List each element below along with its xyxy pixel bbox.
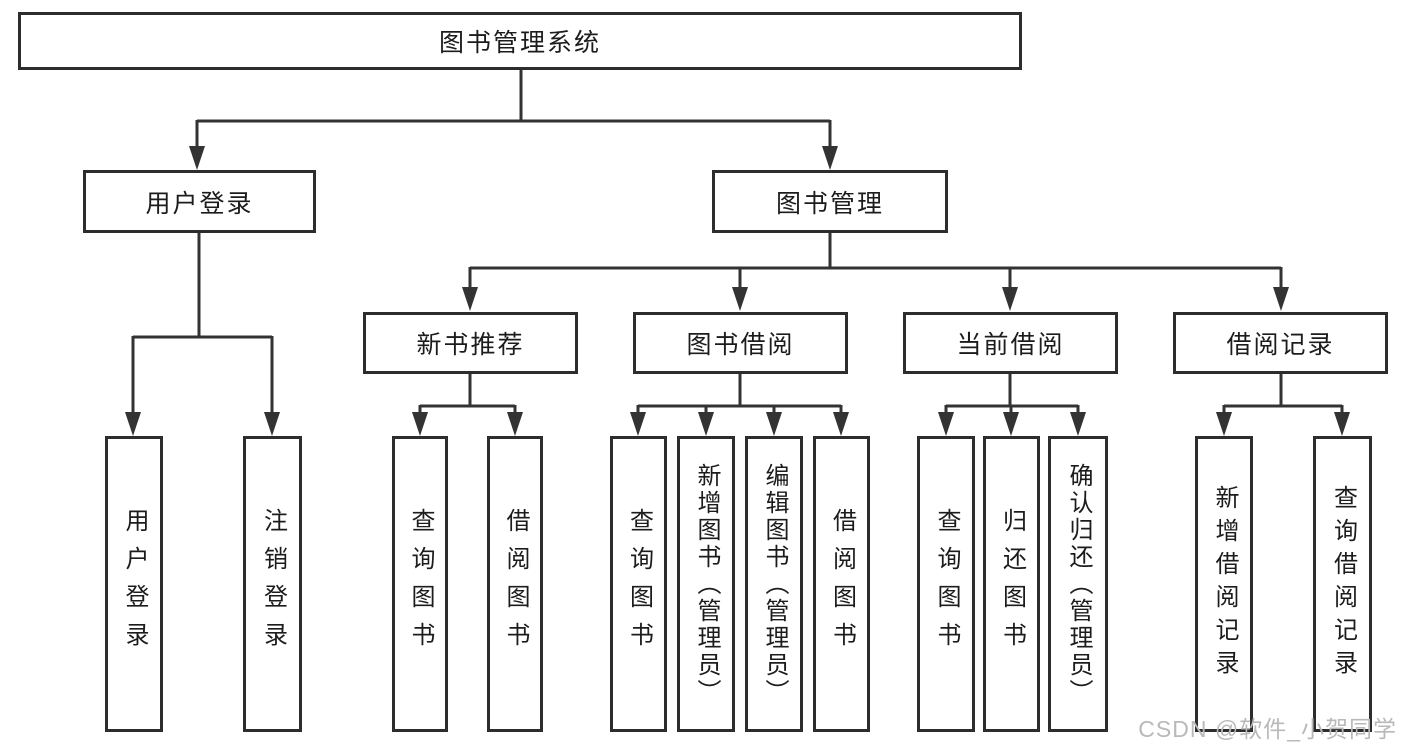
- leaf-query-borrow-record-label: 查询借阅记录: [1329, 485, 1357, 683]
- node-current-borrow: 当前借阅: [903, 312, 1118, 374]
- arrowhead-down-icon: [1070, 412, 1086, 436]
- node-book-management: 图书管理: [712, 170, 948, 233]
- leaf-add-borrow-record: 新增借阅记录: [1195, 436, 1253, 732]
- arrowhead-down-icon: [732, 287, 748, 311]
- node-user-login-label: 用户登录: [145, 189, 254, 218]
- leaf-confirm-return-admin-label: 确认归还（管理员）: [1065, 462, 1092, 706]
- arrowhead-down-icon: [507, 412, 523, 436]
- arrowhead-down-icon: [125, 412, 141, 436]
- node-root: 图书管理系统: [18, 12, 1022, 70]
- node-user-login: 用户登录: [83, 170, 316, 233]
- leaf-borrow-books-borrow: 借阅图书: [813, 436, 870, 732]
- arrowhead-down-icon: [264, 412, 280, 436]
- watermark: CSDN @软件_小贺同学: [1138, 716, 1397, 742]
- node-new-book-recommend: 新书推荐: [363, 312, 578, 374]
- arrowhead-down-icon: [1334, 412, 1350, 436]
- leaf-query-books-recommend-label: 查询图书: [407, 508, 434, 660]
- arrowhead-down-icon: [938, 412, 954, 436]
- leaf-borrow-books-recommend: 借阅图书: [487, 436, 543, 732]
- leaf-logout-label: 注销登录: [259, 508, 287, 660]
- arrowhead-down-icon: [1273, 287, 1289, 311]
- leaf-logout: 注销登录: [243, 436, 302, 732]
- leaf-borrow-books-borrow-label: 借阅图书: [828, 508, 856, 660]
- leaf-query-books-recommend: 查询图书: [392, 436, 448, 732]
- leaf-return-books-label: 归还图书: [998, 508, 1026, 660]
- node-book-management-label: 图书管理: [775, 189, 884, 218]
- arrowhead-down-icon: [822, 146, 838, 170]
- connector-root-to-level2: [195, 70, 832, 150]
- node-borrow-records-label: 借阅记录: [1226, 331, 1335, 359]
- connector-book-management-children: [468, 233, 1283, 290]
- leaf-query-books-current: 查询图书: [917, 436, 975, 732]
- arrowhead-down-icon: [766, 412, 782, 436]
- arrowhead-down-icon: [833, 412, 849, 436]
- arrowhead-down-icon: [1216, 412, 1232, 436]
- node-new-book-recommend-label: 新书推荐: [416, 331, 525, 359]
- arrowhead-down-icon: [630, 412, 646, 436]
- leaf-query-books-borrow-label: 查询图书: [625, 508, 653, 660]
- leaf-add-borrow-record-label: 新增借阅记录: [1211, 485, 1238, 683]
- arrowhead-down-icon: [462, 287, 478, 311]
- arrowhead-down-icon: [189, 146, 205, 170]
- arrowhead-down-icon: [698, 412, 714, 436]
- leaf-add-book-admin-label: 新增图书（管理员）: [693, 462, 720, 706]
- arrowhead-down-icon: [1003, 412, 1019, 436]
- node-root-label: 图书管理系统: [438, 29, 601, 57]
- leaf-confirm-return-admin: 确认归还（管理员）: [1048, 436, 1108, 732]
- leaf-edit-book-admin-label: 编辑图书（管理员）: [761, 462, 788, 706]
- connector-leaf-stubs: [418, 405, 1344, 416]
- node-book-borrow-label: 图书借阅: [686, 331, 795, 359]
- arrowhead-down-icon: [1002, 287, 1018, 311]
- leaf-edit-book-admin: 编辑图书（管理员）: [745, 436, 803, 732]
- node-book-borrow: 图书借阅: [633, 312, 848, 374]
- node-borrow-records: 借阅记录: [1173, 312, 1388, 374]
- connector-level3-drops: [468, 374, 1283, 406]
- leaf-add-book-admin: 新增图书（管理员）: [677, 436, 735, 732]
- leaf-user-login: 用户登录: [105, 436, 163, 732]
- leaf-query-books-borrow: 查询图书: [610, 436, 667, 732]
- leaf-query-borrow-record: 查询借阅记录: [1313, 436, 1372, 732]
- leaf-query-books-current-label: 查询图书: [933, 508, 960, 660]
- node-current-borrow-label: 当前借阅: [956, 331, 1065, 359]
- leaf-return-books: 归还图书: [983, 436, 1040, 732]
- leaf-borrow-books-recommend-label: 借阅图书: [502, 508, 529, 660]
- arrowhead-down-icon: [412, 412, 428, 436]
- connector-user-login-children: [131, 233, 274, 414]
- leaf-user-login-label: 用户登录: [121, 508, 148, 660]
